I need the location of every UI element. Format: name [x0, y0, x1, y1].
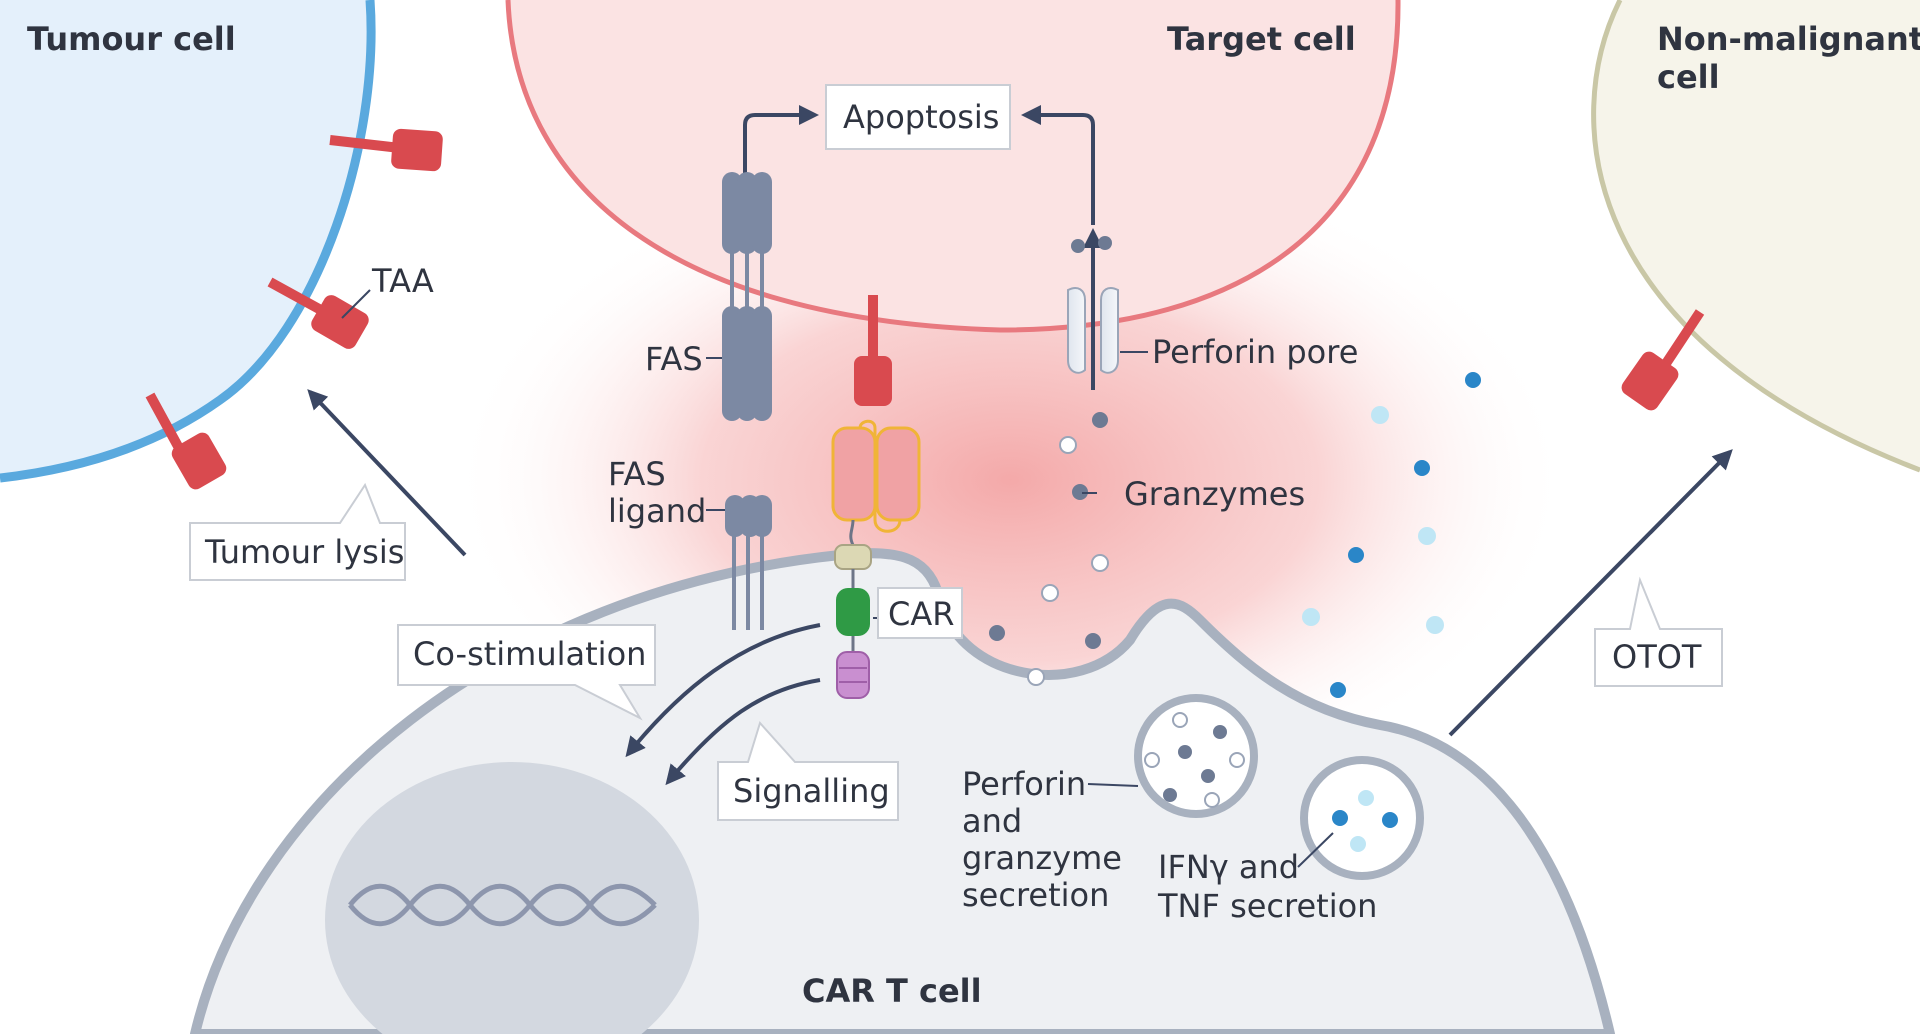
apoptosis-box	[825, 84, 1011, 150]
perforin-pore-label: Perforin pore	[1152, 333, 1358, 371]
car-label: CAR	[888, 595, 954, 633]
otot-arrow	[1448, 449, 1733, 737]
cytokine-vesicle	[1300, 756, 1424, 880]
fas-ligand-label: FAS	[608, 455, 666, 493]
fas-label: FAS	[645, 340, 703, 378]
perforin-secretion-label-3: granzyme	[962, 839, 1122, 877]
target-cell-label: Target cell	[1167, 20, 1356, 58]
perforin-secretion-label-4: secretion	[962, 876, 1109, 914]
perforin-secretion-label-2: and	[962, 802, 1022, 840]
non-malignant-cell	[1591, 0, 1920, 473]
nucleus	[325, 762, 699, 1034]
perforin-pore-icon	[1067, 287, 1119, 374]
non-malignant-cell-label-2: cell	[1657, 58, 1720, 96]
tumour-cell	[0, 0, 376, 483]
tumour-cell-label: Tumour cell	[27, 20, 236, 58]
car-t-cell-label: CAR T cell	[802, 972, 982, 1010]
fas-ligand	[725, 495, 772, 630]
tumour-lysis-label: Tumour lysis	[204, 533, 404, 571]
perforin-secretion-label-1: Perforin	[962, 765, 1086, 803]
otot-label: OTOT	[1612, 638, 1702, 676]
dna-helix-icon	[348, 883, 657, 927]
cytokine-secretion-label-1: IFNγ and	[1158, 848, 1299, 886]
signalling-arrow	[665, 678, 821, 786]
tumour-lysis-callout	[189, 482, 406, 581]
apoptosis-arrows	[743, 105, 1103, 390]
cytokine-dots	[1302, 372, 1481, 698]
perforin-vesicle	[1134, 694, 1258, 818]
granzymes-label: Granzymes	[1124, 475, 1305, 513]
car-receptor	[831, 419, 921, 699]
co-stimulation-callout	[397, 624, 656, 721]
car-label-box	[877, 587, 963, 639]
non-malignant-cell-label: Non-malignant	[1657, 20, 1920, 58]
taa-label: TAA	[371, 262, 434, 300]
signalling-label: Signalling	[733, 772, 890, 810]
non-malignant-antigen	[1621, 309, 1705, 411]
cytokine-secretion-label-2: TNF secretion	[1157, 887, 1377, 925]
taa-antigens	[145, 128, 443, 490]
tumour-lysis-arrow	[307, 389, 467, 557]
fas-ligand-label-2: ligand	[608, 492, 706, 530]
signalling-callout	[717, 721, 899, 821]
leader-lines	[341, 289, 1334, 868]
co-stimulation-arrow	[625, 623, 821, 758]
apoptosis-label: Apoptosis	[843, 98, 999, 136]
target-antigen	[854, 295, 892, 406]
otot-callout	[1594, 576, 1723, 687]
granzyme-dots	[989, 236, 1112, 686]
co-stimulation-label: Co-stimulation	[413, 635, 646, 673]
fas-receptor	[722, 172, 772, 421]
